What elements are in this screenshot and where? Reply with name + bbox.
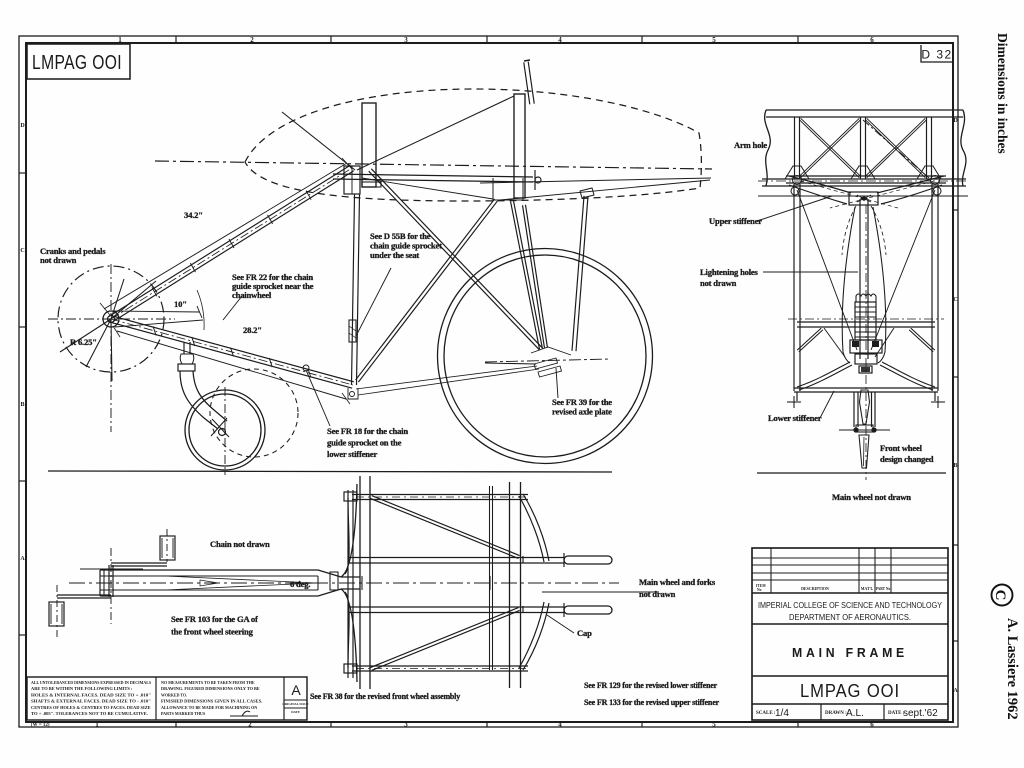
svg-text:ARE TO BE WITHIN THE FOLLOWING: ARE TO BE WITHIN THE FOLLOWING LIMITS : [31, 686, 133, 691]
svg-text:MAT'L: MAT'L [861, 587, 874, 591]
svg-text:chainwheel: chainwheel [232, 290, 272, 300]
svg-text:3: 3 [404, 721, 408, 729]
svg-text:Cap: Cap [577, 628, 592, 638]
svg-text:6: 6 [870, 36, 874, 44]
svg-text:DATE: DATE [291, 710, 300, 714]
svg-text:LMPAG OOI: LMPAG OOI [800, 680, 900, 701]
svg-text:2: 2 [250, 36, 254, 44]
svg-text:CENTRES OF HOLES & CENTRES TO: CENTRES OF HOLES & CENTRES TO FACES. DEA… [31, 705, 151, 710]
svg-text:C: C [20, 248, 24, 254]
svg-text:MAIN FRAME: MAIN FRAME [792, 645, 908, 660]
svg-text:IMPERIAL COLLEGE OF SCIENCE AN: IMPERIAL COLLEGE OF SCIENCE AND TECHNOLO… [758, 600, 942, 610]
svg-text:DATE :: DATE : [888, 711, 905, 716]
svg-text:B: B [953, 463, 957, 469]
svg-text:Main wheel and forks: Main wheel and forks [639, 577, 716, 587]
svg-text:under the seat: under the seat [370, 250, 419, 260]
svg-text:ALLOWANCE TO BE MADE FOR MACHI: ALLOWANCE TO BE MADE FOR MACHINING ON [161, 705, 258, 710]
svg-text:See D 55B for the: See D 55B for the [370, 231, 431, 241]
svg-text:sept.'62: sept.'62 [903, 708, 938, 719]
svg-text:A: A [20, 556, 25, 562]
svg-text:lower stiffener: lower stiffener [327, 449, 377, 459]
svg-text:Lightening holes: Lightening holes [700, 267, 759, 277]
svg-text:ORIGINAL ISSUE: ORIGINAL ISSUE [282, 702, 308, 706]
svg-text:1: 1 [118, 36, 122, 44]
svg-text:DRAWN :: DRAWN : [825, 711, 847, 716]
svg-text:See FR 129 for the revised low: See FR 129 for the revised lower stiffen… [584, 680, 717, 690]
svg-text:A. Lassiere 1962: A. Lassiere 1962 [1004, 618, 1020, 720]
svg-text:6: 6 [870, 721, 874, 729]
svg-text:B: B [20, 402, 24, 408]
svg-text:NO MEASUREMENTS TO BE TAKEN FR: NO MEASUREMENTS TO BE TAKEN FROM THE [161, 680, 255, 685]
svg-text:PARTS MARKED THUS: PARTS MARKED THUS [161, 711, 206, 716]
svg-text:See FR 39 for the: See FR 39 for the [552, 397, 612, 407]
svg-text:PART No: PART No [876, 587, 891, 591]
svg-text:Dimensions in inches: Dimensions in inches [995, 33, 1010, 154]
svg-text:R 6.25": R 6.25" [70, 337, 97, 347]
svg-text:Upper stiffener: Upper stiffener [709, 216, 762, 226]
svg-text:D 32: D 32 [921, 48, 952, 62]
svg-text:Lower stiffener: Lower stiffener [768, 413, 822, 423]
svg-text:D: D [20, 123, 25, 129]
svg-text:Main wheel not drawn: Main wheel not drawn [832, 492, 911, 502]
svg-text:See FR 22 for the chain: See FR 22 for the chain [232, 272, 313, 282]
svg-text:A: A [953, 688, 958, 694]
svg-text:See FR 103 for the GA of: See FR 103 for the GA of [171, 614, 258, 624]
svg-text:ALL UNTOLERANCED DIMENSIONS EX: ALL UNTOLERANCED DIMENSIONS EXPRESSED IN… [31, 680, 151, 685]
svg-text:3: 3 [404, 36, 408, 44]
svg-text:D: D [953, 118, 958, 124]
svg-text:A: A [291, 682, 301, 698]
svg-text:WORKED TO.: WORKED TO. [161, 692, 187, 697]
svg-text:A.L.: A.L. [846, 708, 864, 719]
svg-text:guide sprocket on the: guide sprocket on the [327, 438, 402, 448]
svg-text:chain guide sprocket: chain guide sprocket [370, 241, 442, 251]
svg-text:ITEM: ITEM [756, 584, 766, 588]
svg-text:LMPAG OOI: LMPAG OOI [32, 51, 122, 74]
svg-text:DESCRIPTION: DESCRIPTION [801, 586, 829, 591]
svg-text:the front wheel steering: the front wheel steering [171, 627, 254, 637]
svg-text:4: 4 [558, 36, 562, 44]
svg-text:4: 4 [558, 721, 562, 729]
svg-text:1: 1 [95, 721, 99, 729]
svg-text:5: 5 [712, 721, 716, 729]
svg-text:10": 10" [174, 299, 187, 309]
svg-text:SCALE :: SCALE : [756, 711, 776, 716]
svg-text:2: 2 [248, 721, 252, 729]
svg-text:HOLES & INTERNAL FACES. DEA: HOLES & INTERNAL FACES. DEAD SIZE TO + .… [31, 692, 151, 697]
svg-text:DRAWING. FIGURED DIMENSIONS ON: DRAWING. FIGURED DIMENSIONS ONLY TO BE [161, 686, 260, 691]
svg-text:C: C [953, 297, 957, 303]
svg-text:See FR 38 for the revised fron: See FR 38 for the revised front wheel as… [310, 691, 461, 701]
svg-text:design changed: design changed [880, 454, 934, 464]
svg-text:See FR 18 for the chain: See FR 18 for the chain [327, 426, 408, 436]
svg-text:Chain not drawn: Chain not drawn [210, 539, 270, 549]
svg-text:34.2": 34.2" [184, 210, 203, 220]
svg-text:SHAFTS & EXTERNAL FACES. DEA: SHAFTS & EXTERNAL FACES. DEAD SIZE TO - … [31, 699, 151, 704]
svg-text:revised axle plate: revised axle plate [552, 407, 612, 417]
svg-text:Front wheel: Front wheel [880, 443, 923, 453]
svg-text:FINISHED DIMENSIONS GIVEN IN A: FINISHED DIMENSIONS GIVEN IN ALL CASES. [161, 699, 262, 704]
svg-text:6 deg.: 6 deg. [290, 579, 310, 589]
svg-text:DEPARTMENT OF AERONAUTICS.: DEPARTMENT OF AERONAUTICS. [789, 612, 911, 622]
svg-text:not drawn: not drawn [40, 255, 77, 265]
svg-text:See FR 133 for the revised upp: See FR 133 for the revised upper stiffen… [584, 697, 719, 707]
svg-text:guide sprocket near the: guide sprocket near the [232, 281, 314, 291]
svg-text:28.2": 28.2" [243, 325, 262, 335]
svg-text:not drawn: not drawn [700, 278, 737, 288]
svg-text:1/4: 1/4 [775, 708, 789, 719]
svg-text:(W = 12): (W = 12) [31, 723, 50, 728]
svg-text:Cranks and pedals: Cranks and pedals [40, 246, 106, 256]
svg-text:5: 5 [712, 36, 716, 44]
svg-text:C: C [992, 590, 1008, 601]
svg-text:not drawn: not drawn [639, 589, 676, 599]
svg-text:Arm hole: Arm hole [734, 140, 767, 150]
svg-text:No: No [757, 588, 762, 592]
svg-text:TO + .005". TOLERANCES NOT TO: TO + .005". TOLERANCES NOT TO BE CUMULAT… [31, 711, 148, 716]
